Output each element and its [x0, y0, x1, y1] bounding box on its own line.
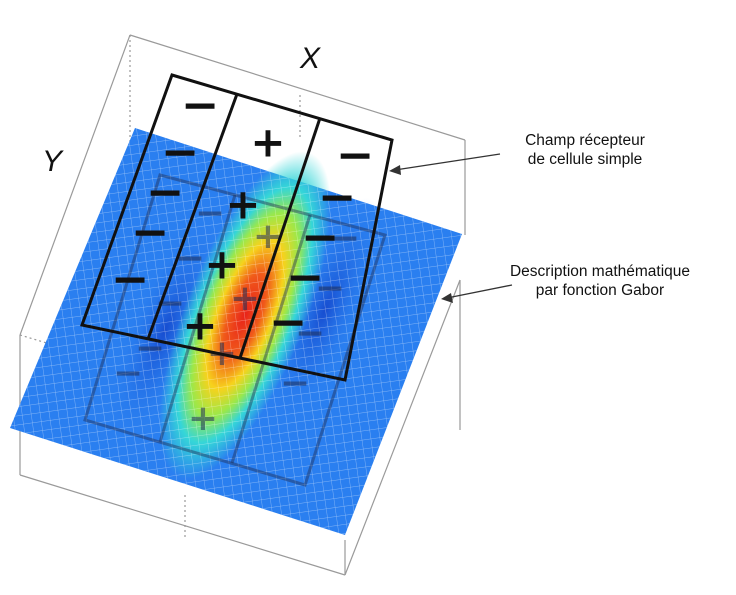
minus-symbol-0-4: −: [111, 252, 150, 306]
annotation-gabor: Description mathématique par fonction Ga…: [480, 262, 720, 300]
minus-symbol-2-4: −: [269, 295, 308, 349]
minus-symbol-0-3: −: [131, 205, 170, 259]
projected-plus-1-0: +: [253, 216, 283, 257]
projected-symbols: −−−−−++++−−−−: [113, 193, 360, 439]
arrow-receptive-field: [394, 153, 501, 171]
plus-symbol-1-1: +: [225, 180, 260, 229]
minus-symbol-0-2: −: [146, 165, 185, 219]
receptive-field-divider-1: [146, 93, 239, 340]
y-axis-label: Y: [42, 145, 63, 178]
minus-symbol-2-0: −: [336, 128, 375, 182]
projected-minus-0-1: −: [175, 238, 205, 279]
annotation-receptive-field-line-2: de cellule simple: [527, 151, 643, 168]
projected-minus-2-2: −: [295, 313, 325, 354]
annotation-gabor-line-1: Description mathématique: [509, 263, 691, 280]
minus-symbol-2-2: −: [301, 210, 340, 264]
receptive-field-symbols: −−−−−++++−−−−−: [111, 78, 375, 350]
projected-minus-2-0: −: [330, 218, 360, 259]
minus-symbol-0-1: −: [161, 125, 200, 179]
plus-symbol-1-2: +: [204, 240, 239, 289]
receptive-field-divider-2: [238, 117, 322, 359]
projected-minus-2-1: −: [315, 268, 345, 309]
minus-symbol-0-0: −: [181, 78, 220, 132]
annotation-receptive-field: Champ récepteur de cellule simple: [500, 131, 670, 169]
projected-field: [83, 173, 387, 487]
projected-plus-1-3: +: [188, 398, 218, 439]
plus-symbol-1-3: +: [182, 301, 217, 350]
minus-symbol-2-1: −: [318, 170, 357, 224]
annotation-gabor-line-2: par fonction Gabor: [535, 282, 665, 299]
plus-symbol-1-0: +: [250, 118, 285, 167]
receptive-field-grid: [80, 73, 394, 382]
surface-grid: [10, 128, 462, 535]
bounding-box: [19, 34, 466, 576]
x-axis-label: X: [300, 42, 321, 75]
arrow-gabor: [446, 284, 513, 299]
annotation-arrows: [389, 153, 513, 303]
annotation-receptive-field-line-1: Champ récepteur: [525, 132, 645, 149]
projected-minus-0-4: −: [113, 353, 143, 394]
gabor-surface: [10, 128, 462, 535]
minus-symbol-2-3: −: [286, 250, 325, 304]
